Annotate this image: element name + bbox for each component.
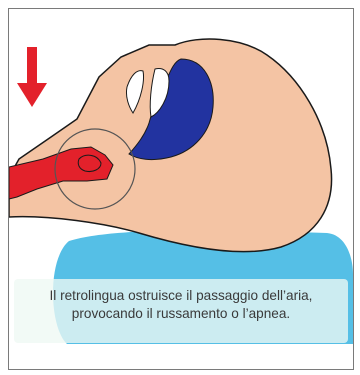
magnifier-circle — [54, 128, 136, 210]
upper-teeth — [126, 70, 144, 114]
arrow-down-icon — [17, 47, 47, 107]
diagram-frame: Il retrolingua ostruisce il passaggio de… — [8, 8, 354, 370]
caption-box: Il retrolingua ostruisce il passaggio de… — [14, 279, 348, 343]
caption-line-2: provocando il russamento o l’apnea. — [71, 306, 291, 321]
soft-palate — [77, 154, 102, 172]
caption-line-1: Il retrolingua ostruisce il passaggio de… — [49, 288, 313, 303]
lower-teeth — [149, 68, 170, 118]
